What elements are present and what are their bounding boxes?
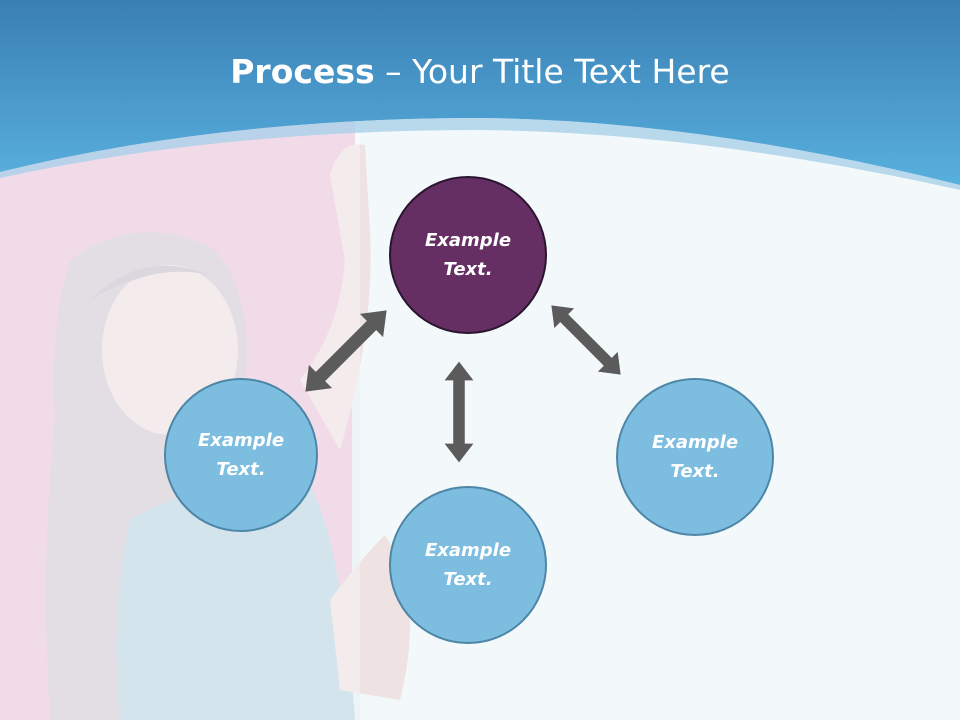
node-right-label: Example Text.	[651, 432, 739, 482]
node-left: Example Text.	[164, 378, 318, 532]
slide-title: Process – Your Title Text Here	[0, 52, 960, 91]
node-bottom-label: Example Text.	[424, 540, 512, 590]
header-curve-highlight	[0, 118, 960, 190]
node-right: Example Text.	[616, 378, 774, 536]
title-rest: Your Title Text Here	[412, 52, 730, 91]
node-bottom: Example Text.	[389, 486, 547, 644]
title-bold: Process	[230, 52, 375, 91]
title-separator: –	[374, 52, 413, 91]
node-top-label: Example Text.	[424, 230, 512, 280]
node-left-label: Example Text.	[197, 430, 285, 480]
node-top: Example Text.	[389, 176, 547, 334]
header-band	[0, 0, 960, 185]
